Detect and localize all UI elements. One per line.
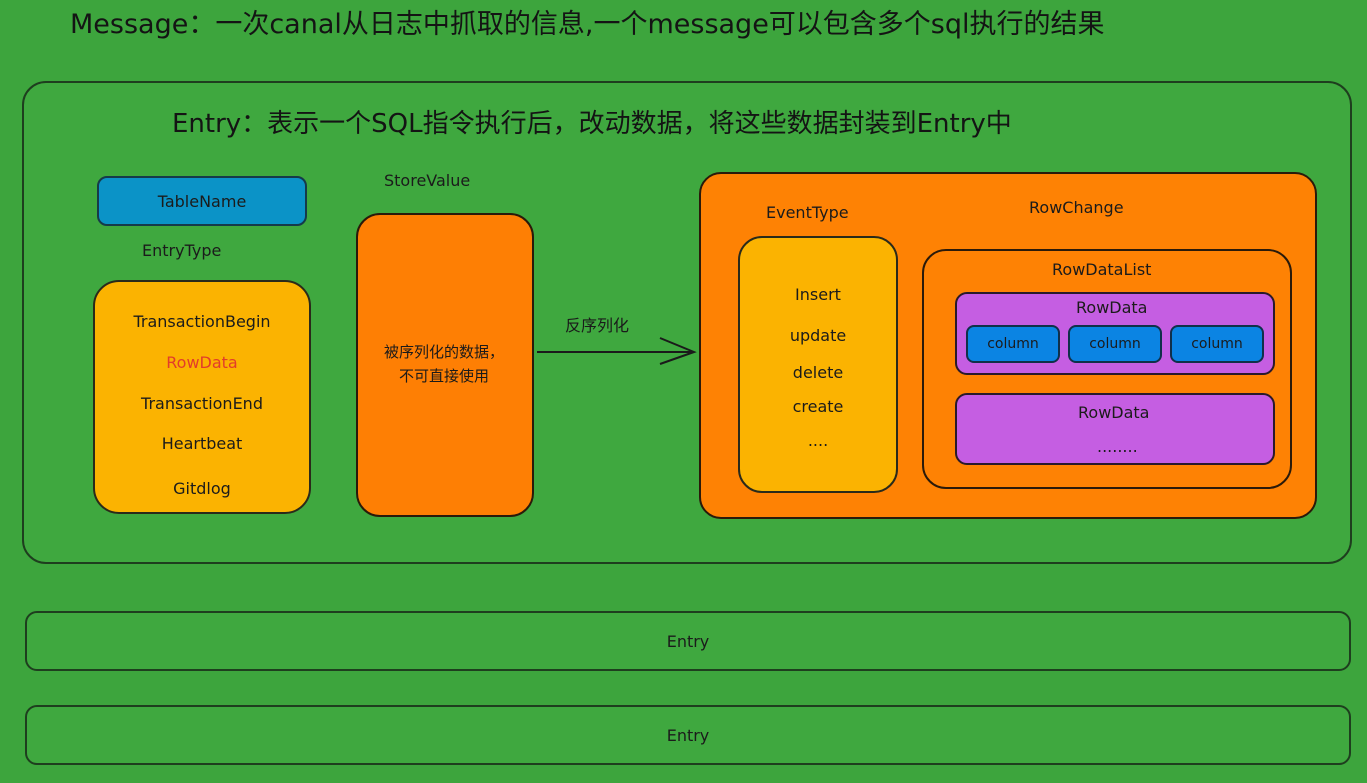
entry-bar: Entry bbox=[25, 611, 1351, 671]
table-name-label: TableName bbox=[157, 191, 247, 211]
column-label: column bbox=[1191, 336, 1243, 352]
row-data-list-label: RowDataList bbox=[1052, 260, 1152, 279]
row-data-label: RowData bbox=[1076, 298, 1148, 317]
event-type-item: update bbox=[789, 326, 847, 345]
row-data-box bbox=[955, 393, 1275, 465]
store-value-line: 不可直接使用 bbox=[398, 367, 489, 385]
table-name-box: TableName bbox=[97, 176, 307, 226]
entry-title: Entry：表示一个SQL指令执行后，改动数据，将这些数据封装到Entry中 bbox=[172, 109, 1012, 139]
entry-bar-label: Entry bbox=[666, 725, 710, 745]
event-type-item: Insert bbox=[795, 285, 841, 304]
entry-type-item: Gitdlog bbox=[173, 479, 231, 498]
column-box: column bbox=[1068, 325, 1162, 363]
entry-bar-label: Entry bbox=[666, 631, 710, 651]
entry-type-item: TransactionEnd bbox=[141, 394, 263, 413]
row-data-label: RowData bbox=[1078, 403, 1150, 422]
event-type-box: Insert update delete create .... bbox=[738, 236, 898, 493]
entry-type-box: TransactionBegin RowData TransactionEnd … bbox=[93, 280, 311, 514]
store-value-label: StoreValue bbox=[384, 171, 471, 190]
store-value-line: 被序列化的数据， bbox=[383, 343, 504, 361]
event-type-item: .... bbox=[807, 431, 829, 450]
entry-type-label: EntryType bbox=[142, 241, 222, 260]
column-label: column bbox=[1089, 336, 1141, 352]
entry-bar: Entry bbox=[25, 705, 1351, 765]
entry-type-item: Heartbeat bbox=[161, 434, 243, 453]
column-box: column bbox=[1170, 325, 1264, 363]
column-label: column bbox=[987, 336, 1039, 352]
event-type-item: delete bbox=[792, 363, 844, 382]
store-value-box bbox=[356, 213, 534, 517]
entry-type-item: RowData bbox=[166, 353, 238, 372]
event-type-item: create bbox=[792, 397, 844, 416]
message-title: Message：一次canal从日志中抓取的信息,一个message可以包含多个… bbox=[70, 9, 1105, 40]
deserialize-label: 反序列化 bbox=[565, 316, 630, 335]
event-type-label: EventType bbox=[766, 203, 849, 222]
store-value-text: 被序列化的数据， 不可直接使用 bbox=[364, 340, 524, 388]
entry-type-item: TransactionBegin bbox=[133, 312, 271, 331]
column-box: column bbox=[966, 325, 1060, 363]
row-data-ellipsis: ........ bbox=[1097, 437, 1138, 456]
row-change-label: RowChange bbox=[1029, 198, 1124, 217]
